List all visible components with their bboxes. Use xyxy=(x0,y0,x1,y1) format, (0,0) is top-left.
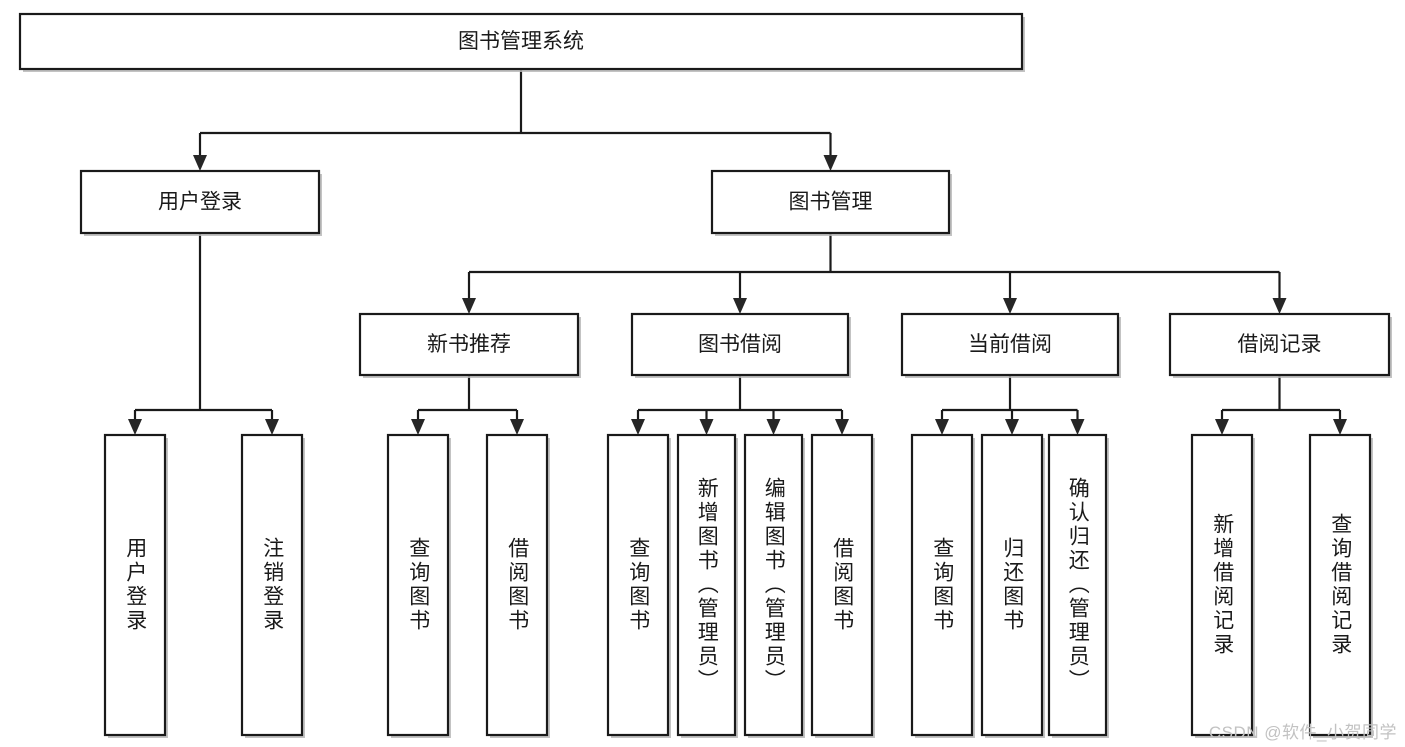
edge-group-current-borrow xyxy=(935,375,1085,435)
node-rect xyxy=(1308,433,1372,737)
arrow-head xyxy=(1070,419,1085,435)
node-leaf-edit-book xyxy=(743,433,805,738)
arrow-head xyxy=(1272,298,1287,314)
edge-group-root xyxy=(193,69,838,171)
arrow-head xyxy=(823,155,838,171)
node-label-borrow-record: 借阅记录 xyxy=(1238,333,1322,356)
node-leaf-user-login xyxy=(103,433,168,738)
arrow-head xyxy=(1333,419,1347,435)
node-leaf-add-book xyxy=(676,433,738,738)
node-rect xyxy=(810,433,874,737)
node-rect xyxy=(630,312,850,377)
node-rect xyxy=(1047,433,1108,737)
arrow-head xyxy=(462,298,476,314)
node-leaf-query-record xyxy=(1308,433,1373,738)
arrow-head xyxy=(631,419,645,435)
arrow-head xyxy=(935,419,949,435)
node-rect xyxy=(710,169,951,235)
node-rect xyxy=(240,433,304,737)
arrow-head xyxy=(510,419,524,435)
node-leaf-return-book xyxy=(980,433,1045,738)
node-label-root: 图书管理系统 xyxy=(458,30,584,53)
node-label-book-manage: 图书管理 xyxy=(789,191,873,214)
node-rect xyxy=(18,12,1024,71)
node-rect xyxy=(910,433,974,737)
edge-group-user-login xyxy=(128,233,279,435)
arrow-head xyxy=(128,419,142,435)
node-boxes-layer xyxy=(18,12,1392,738)
node-rect xyxy=(358,312,580,377)
edge-group-book-manage xyxy=(462,233,1287,314)
edge-group-borrow-record xyxy=(1215,375,1347,435)
node-leaf-confirm-return xyxy=(1047,433,1109,738)
node-label-current-borrow: 当前借阅 xyxy=(968,333,1052,356)
node-rect xyxy=(79,169,321,235)
node-root xyxy=(18,12,1025,72)
node-leaf-borrow-book-rec xyxy=(485,433,550,738)
node-rect xyxy=(743,433,804,737)
arrow-head xyxy=(699,419,714,435)
node-book-manage xyxy=(710,169,952,236)
node-user-login xyxy=(79,169,322,236)
node-rect xyxy=(900,312,1120,377)
arrow-head xyxy=(733,298,747,314)
node-rect xyxy=(980,433,1044,737)
arrow-head xyxy=(1005,419,1019,435)
node-rect xyxy=(485,433,549,737)
arrow-head xyxy=(835,419,849,435)
node-rect xyxy=(676,433,737,737)
node-current-borrow xyxy=(900,312,1121,378)
node-leaf-query-book-borrow xyxy=(606,433,671,738)
connector-lines-layer xyxy=(128,69,1347,435)
node-label-user-login: 用户登录 xyxy=(158,191,242,214)
node-leaf-query-book-current xyxy=(910,433,975,738)
arrow-head xyxy=(1003,298,1017,314)
node-rect xyxy=(1190,433,1254,737)
node-leaf-query-book-rec xyxy=(386,433,451,738)
node-rect xyxy=(386,433,450,737)
arrow-head xyxy=(411,419,425,435)
arrow-head xyxy=(1215,419,1229,435)
node-leaf-logout xyxy=(240,433,305,738)
arrow-head xyxy=(766,419,781,435)
arrow-head xyxy=(193,155,207,171)
node-leaf-borrow-book xyxy=(810,433,875,738)
node-label-new-book-rec: 新书推荐 xyxy=(427,333,511,356)
node-label-book-borrow: 图书借阅 xyxy=(698,333,782,356)
node-new-book-rec xyxy=(358,312,581,378)
watermark-text: CSDN @软件_小贺同学 xyxy=(1208,723,1397,742)
arrow-head xyxy=(265,419,279,435)
edge-group-book-borrow xyxy=(631,375,849,435)
edge-group-new-book-rec xyxy=(411,375,524,435)
node-rect xyxy=(1168,312,1391,377)
node-rect xyxy=(606,433,670,737)
node-book-borrow xyxy=(630,312,851,378)
node-borrow-record xyxy=(1168,312,1392,378)
node-rect xyxy=(103,433,167,737)
node-leaf-add-record xyxy=(1190,433,1255,738)
